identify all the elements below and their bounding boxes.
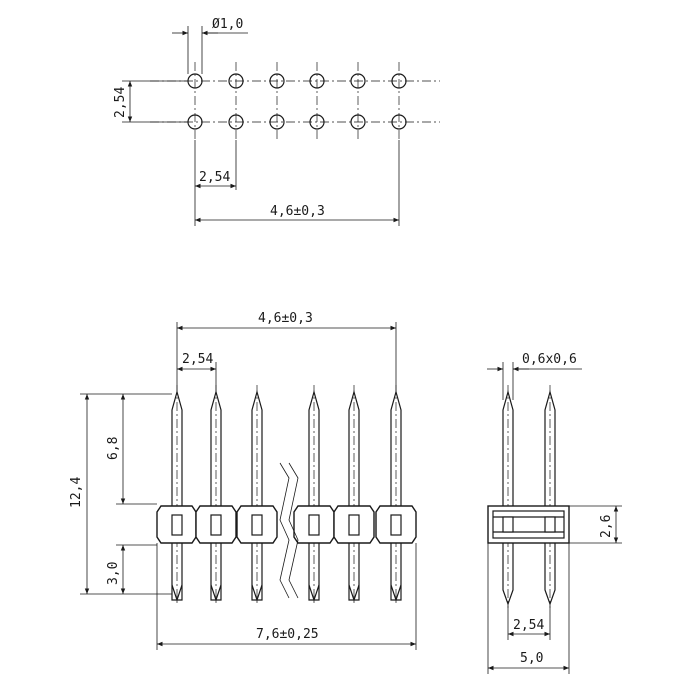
dim-label-row-pitch: 2,54 xyxy=(113,87,128,118)
hole xyxy=(269,73,285,89)
side-view-pins xyxy=(502,385,556,608)
dim-label-length-front: 7,6±0,25 xyxy=(256,627,319,642)
front-view: 4,6±0,3 2,54 12,4 6,8 3,0 xyxy=(69,311,417,650)
hole xyxy=(391,114,407,130)
dim-label-height-lower: 3,0 xyxy=(106,562,121,585)
hole xyxy=(269,114,285,130)
pin xyxy=(348,385,360,605)
pin xyxy=(308,385,320,605)
side-view: 0,6x0,6 2,6 2,54 5,0 xyxy=(487,352,622,674)
front-view-holder xyxy=(156,505,417,544)
dim-label-height-total: 12,4 xyxy=(69,477,84,508)
dim-length-front: 7,6±0,25 xyxy=(156,543,417,650)
hole xyxy=(309,73,325,89)
dim-label-pitch-side: 2,54 xyxy=(513,618,544,633)
dim-width-side: 5,0 xyxy=(487,543,570,674)
hole xyxy=(228,114,244,130)
dim-height-upper: 6,8 xyxy=(106,394,157,505)
dim-label-hole-diameter: Ø1,0 xyxy=(212,17,243,32)
hole xyxy=(309,114,325,130)
dim-row-pitch: 2,54 xyxy=(113,80,188,123)
dim-pitch-side: 2,54 xyxy=(507,604,551,640)
dim-label-pin-section: 0,6x0,6 xyxy=(522,352,577,367)
dim-label-span-front: 4,6±0,3 xyxy=(258,311,313,326)
pin-tips-bottom xyxy=(171,584,402,602)
dim-span-front: 4,6±0,3 xyxy=(176,311,397,392)
dim-label-pitch-front: 2,54 xyxy=(182,352,213,367)
hole xyxy=(391,73,407,89)
pin xyxy=(390,385,402,605)
dim-height-lower: 3,0 xyxy=(106,544,157,594)
top-view-hole-pattern: Ø1,0 2,54 2,54 4,6±0,3 xyxy=(113,17,440,226)
dim-pitch-front: 2,54 xyxy=(177,352,217,392)
side-view-holder xyxy=(487,505,570,544)
pin xyxy=(210,385,222,605)
hole xyxy=(228,73,244,89)
pin xyxy=(502,385,514,608)
hole xyxy=(350,114,366,130)
dim-pin-section: 0,6x0,6 xyxy=(487,352,582,400)
dim-label-span-top: 4,6±0,3 xyxy=(270,204,325,219)
dim-span-top: 4,6±0,3 xyxy=(195,140,400,226)
hole xyxy=(350,73,366,89)
dim-holder-height: 2,6 xyxy=(569,505,622,544)
dim-column-pitch-top: 2,54 xyxy=(194,140,237,226)
break-lines xyxy=(279,462,299,599)
dim-label-height-upper: 6,8 xyxy=(106,437,121,460)
dim-label-holder-height: 2,6 xyxy=(599,515,614,538)
dim-hole-diameter: Ø1,0 xyxy=(172,17,248,74)
dim-label-width-side: 5,0 xyxy=(520,651,543,666)
top-view-holes xyxy=(187,73,407,130)
dim-label-column-pitch-top: 2,54 xyxy=(199,170,230,185)
pin xyxy=(544,385,556,608)
pin xyxy=(251,385,263,605)
front-view-pins xyxy=(171,385,402,605)
pin xyxy=(171,385,183,605)
